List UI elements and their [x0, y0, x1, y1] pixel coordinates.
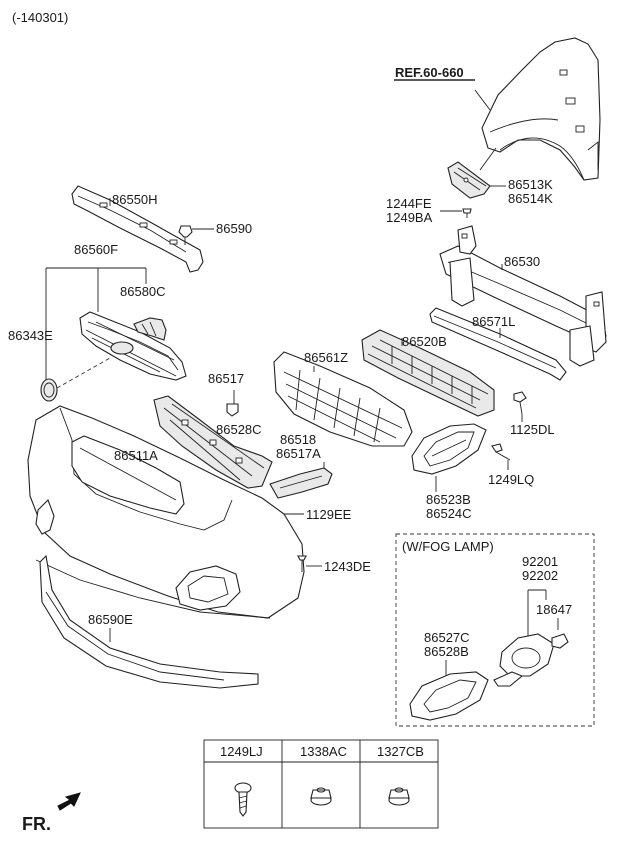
callout-86523B: 86523B: [426, 492, 471, 507]
date-code: (-140301): [12, 10, 68, 25]
energy-strip: [429, 307, 567, 381]
callout-86524C: 86524C: [426, 506, 472, 521]
fog-lamp-group: (W/FOG LAMP) 92201 92202 18647 86527C 86…: [395, 533, 595, 727]
ref-label: REF.60-660: [395, 65, 464, 80]
callout-86343E: 86343E: [8, 328, 53, 343]
upper-grille: [79, 311, 187, 381]
fog-garnish-86523B: [411, 423, 487, 475]
fog-lamp-title: (W/FOG LAMP): [402, 539, 494, 554]
callout-86530: 86530: [504, 254, 540, 269]
table-col-1338AC: 1338AC: [300, 744, 347, 759]
clip-86517: [226, 403, 239, 417]
fastener-table: 1249LJ 1338AC 1327CB: [203, 739, 439, 829]
callout-86571L: 86571L: [472, 314, 515, 329]
callout-92202: 92202: [522, 568, 558, 583]
upper-cover: [71, 185, 204, 273]
lower-grille: [273, 351, 413, 447]
nut-icon: [310, 787, 332, 806]
clip-86590: [178, 225, 193, 245]
table-col-1249LJ: 1249LJ: [220, 744, 263, 759]
callout-1249BA: 1249BA: [386, 210, 433, 225]
callout-86560F: 86560F: [74, 242, 118, 257]
nut-icon: [388, 787, 410, 806]
callout-86528C: 86528C: [216, 422, 262, 437]
callout-86517: 86517: [208, 371, 244, 386]
callout-1243DE: 1243DE: [324, 559, 371, 574]
bolt-1249BA: [462, 208, 472, 218]
callout-86580C: 86580C: [120, 284, 166, 299]
callout-92201: 92201: [522, 554, 558, 569]
callout-86528B: 86528B: [424, 644, 469, 659]
callout-86517A: 86517A: [276, 446, 321, 461]
fr-arrow-icon: [57, 792, 81, 811]
fender-bracket: [447, 161, 491, 199]
grille-cover-86580C: [133, 317, 167, 341]
callout-86518: 86518: [280, 432, 316, 447]
callout-86550H: 86550H: [112, 192, 158, 207]
screw-1243DE: [297, 555, 307, 572]
callout-86514K: 86514K: [508, 191, 553, 206]
fr-label: FR.: [22, 814, 51, 834]
bolt-1125DL: [513, 391, 527, 415]
callout-86590: 86590: [216, 221, 252, 236]
bracket-86518: [269, 467, 333, 499]
fog-lamp: [493, 633, 555, 687]
emblem: [40, 378, 58, 402]
screw-1249LQ: [491, 443, 511, 461]
fender-reference: [474, 37, 601, 181]
table-col-1327CB: 1327CB: [377, 744, 424, 759]
screw-icon: [234, 782, 252, 817]
callout-1244FE: 1244FE: [386, 196, 432, 211]
lower-lip: [39, 554, 259, 689]
bumper-cover: [27, 405, 305, 619]
bumper-beam: [439, 225, 607, 367]
fog-lamp-bulb: [551, 633, 569, 649]
fog-garnish-86527C: [409, 671, 489, 721]
callout-86520B: 86520B: [402, 334, 447, 349]
callout-86527C: 86527C: [424, 630, 470, 645]
energy-absorber: [361, 329, 495, 417]
callout-1249LQ: 1249LQ: [488, 472, 534, 487]
callout-18647: 18647: [536, 602, 572, 617]
callout-1129EE: 1129EE: [306, 507, 352, 522]
callout-86511A: 86511A: [114, 448, 158, 463]
callout-86561Z: 86561Z: [304, 350, 348, 365]
callout-1125DL: 1125DL: [510, 422, 555, 437]
callout-86513K: 86513K: [508, 177, 553, 192]
side-bracket-86528C: [153, 395, 273, 489]
callout-86590E: 86590E: [88, 612, 133, 627]
